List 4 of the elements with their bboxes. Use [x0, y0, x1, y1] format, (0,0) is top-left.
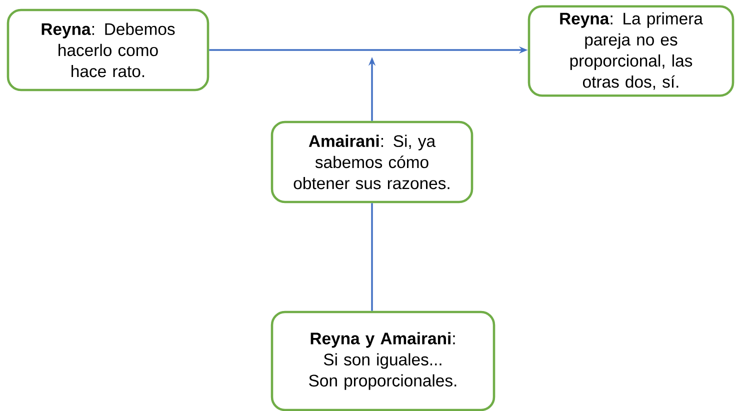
- speech-box: Amairani: Si, ya sabemos cómo obtener sus razones.: [270, 120, 474, 204]
- speech-box: Reyna y Amairani: Si son iguales... Son proporcionales.: [270, 310, 496, 411]
- speech-box: Reyna: La primera pareja no es proporcional, las otras dos, sí.: [528, 5, 734, 97]
- speech-box: Reyna: Debemos hacerlo como hace rato.: [6, 8, 210, 92]
